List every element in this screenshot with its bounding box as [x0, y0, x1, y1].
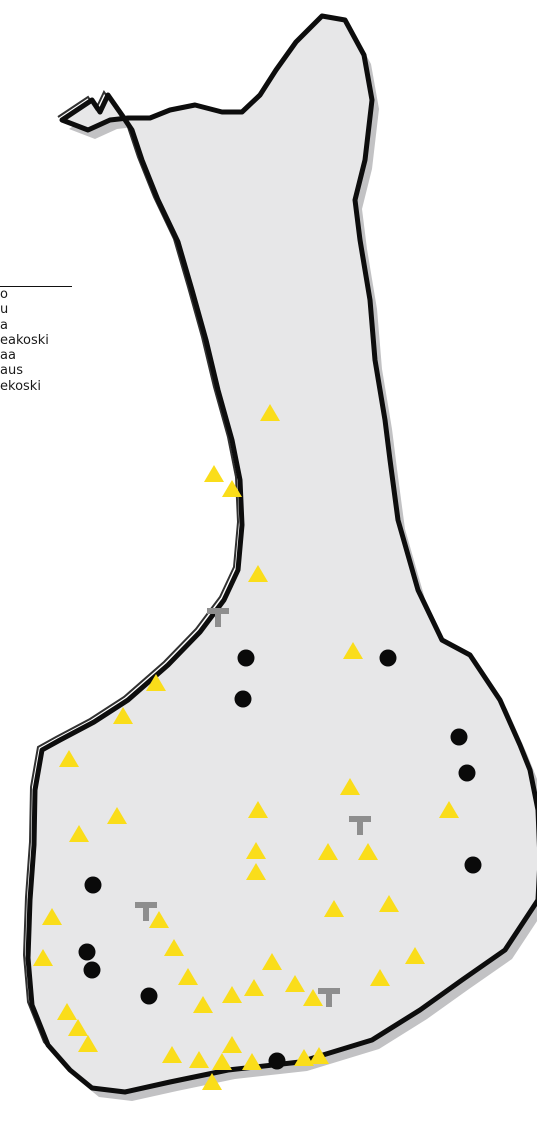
triangle-marker: [246, 863, 266, 880]
triangle-marker: [222, 1036, 242, 1053]
triangle-marker: [309, 1047, 329, 1064]
triangle-marker: [358, 843, 378, 860]
triangle-marker: [59, 750, 79, 767]
triangle-marker: [146, 674, 166, 691]
triangle-marker: [212, 1053, 232, 1070]
triangle-marker: [242, 1053, 262, 1070]
triangle-marker: [343, 642, 363, 659]
triangle-marker: [69, 825, 89, 842]
tee-marker: [207, 608, 229, 627]
legend-rule: [0, 286, 72, 288]
dot-marker: [237, 649, 255, 667]
triangle-marker: [162, 1046, 182, 1063]
triangle-marker: [439, 801, 459, 818]
dot-marker: [83, 961, 101, 979]
country-land: [25, 13, 537, 1095]
dot-marker: [379, 649, 397, 667]
triangle-marker: [340, 778, 360, 795]
dot-marker: [84, 876, 102, 894]
dot-marker: [450, 728, 468, 746]
legend-item: a: [0, 317, 8, 333]
country-border-echo: [22, 90, 240, 1086]
tee-marker: [318, 988, 340, 1007]
triangle-marker: [248, 565, 268, 582]
triangle-marker: [42, 908, 62, 925]
triangle-marker: [222, 480, 242, 497]
dot-marker: [464, 856, 482, 874]
triangle-marker: [164, 939, 184, 956]
triangle-marker: [285, 975, 305, 992]
legend-item: eakoski: [0, 332, 49, 348]
triangle-marker: [57, 1003, 77, 1020]
triangle-marker: [405, 947, 425, 964]
triangle-marker: [260, 404, 280, 421]
triangle-marker: [324, 900, 344, 917]
dot-marker: [458, 764, 476, 782]
triangle-marker: [178, 968, 198, 985]
legend-item: aus: [0, 363, 23, 379]
triangle-marker: [294, 1049, 314, 1066]
triangle-marker: [193, 996, 213, 1013]
tee-marker: [135, 902, 157, 921]
triangle-marker: [33, 949, 53, 966]
triangle-marker: [248, 801, 268, 818]
tee-marker: [349, 816, 371, 835]
triangle-marker: [318, 843, 338, 860]
triangle-marker: [149, 911, 169, 928]
map-markers: [33, 404, 482, 1090]
triangle-marker: [246, 842, 266, 859]
triangle-marker: [222, 986, 242, 1003]
triangle-marker: [78, 1035, 98, 1052]
triangle-marker: [189, 1051, 209, 1068]
triangle-marker: [202, 1073, 222, 1090]
dot-marker: [78, 943, 96, 961]
dot-marker: [234, 690, 252, 708]
triangle-marker: [68, 1019, 88, 1036]
triangle-marker: [262, 953, 282, 970]
triangle-marker: [244, 979, 264, 996]
legend-item: aa: [0, 348, 16, 364]
triangle-marker: [370, 969, 390, 986]
triangle-marker: [303, 989, 323, 1006]
triangle-marker: [204, 465, 224, 482]
legend-item: ekoski: [0, 378, 41, 394]
legend: o u a eakoski aa aus ekoski: [0, 287, 72, 394]
triangle-marker: [113, 707, 133, 724]
dot-marker: [140, 987, 158, 1005]
triangle-marker: [107, 807, 127, 824]
dot-marker: [268, 1052, 286, 1070]
triangle-marker: [379, 895, 399, 912]
legend-item: o: [0, 287, 8, 302]
legend-item: u: [0, 302, 9, 318]
